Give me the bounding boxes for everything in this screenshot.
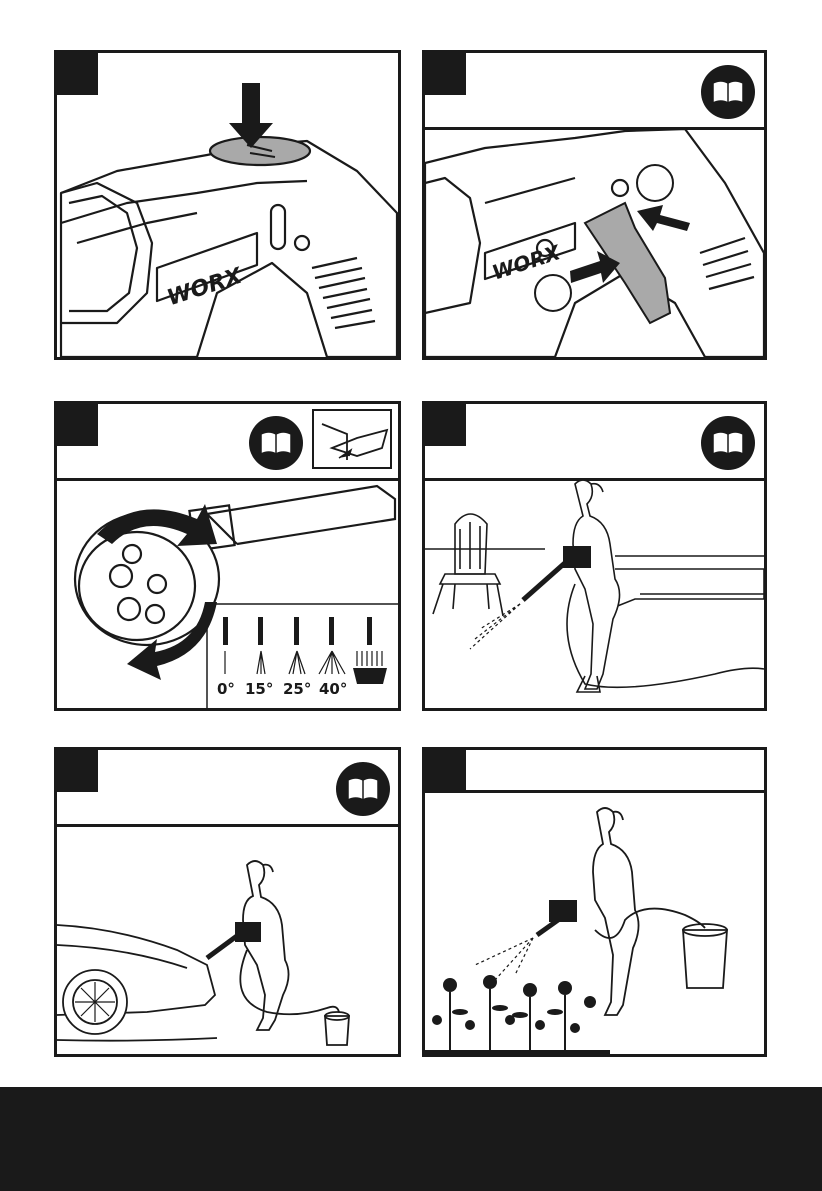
nozzle-illustration: 0° 15° 25° 40°	[57, 404, 398, 708]
footer-bar	[0, 1087, 822, 1191]
tool-top-illustration: WORX	[57, 53, 398, 357]
panel-5	[54, 747, 401, 1057]
car-washing-illustration	[57, 750, 398, 1054]
flower-bed	[425, 975, 610, 1054]
trigger-lock-illustration: WORX	[425, 53, 764, 357]
patio-cleaning-illustration	[425, 404, 764, 708]
panel-1: WORX	[54, 50, 401, 360]
panel-4	[422, 401, 767, 711]
battery-insert-icon	[313, 410, 391, 468]
panel-6	[422, 747, 767, 1057]
panel-3: 0° 15° 25° 40°	[54, 401, 401, 711]
panel-2: WORX	[422, 50, 767, 360]
watering-flowers-illustration	[425, 750, 764, 1054]
angle-label-40: 40°	[319, 680, 347, 698]
angle-label-15: 15°	[245, 680, 273, 698]
angle-label-25: 25°	[283, 680, 311, 698]
nozzle-angle-labels: 0° 15° 25° 40°	[217, 680, 347, 698]
angle-label-0: 0°	[217, 680, 235, 698]
